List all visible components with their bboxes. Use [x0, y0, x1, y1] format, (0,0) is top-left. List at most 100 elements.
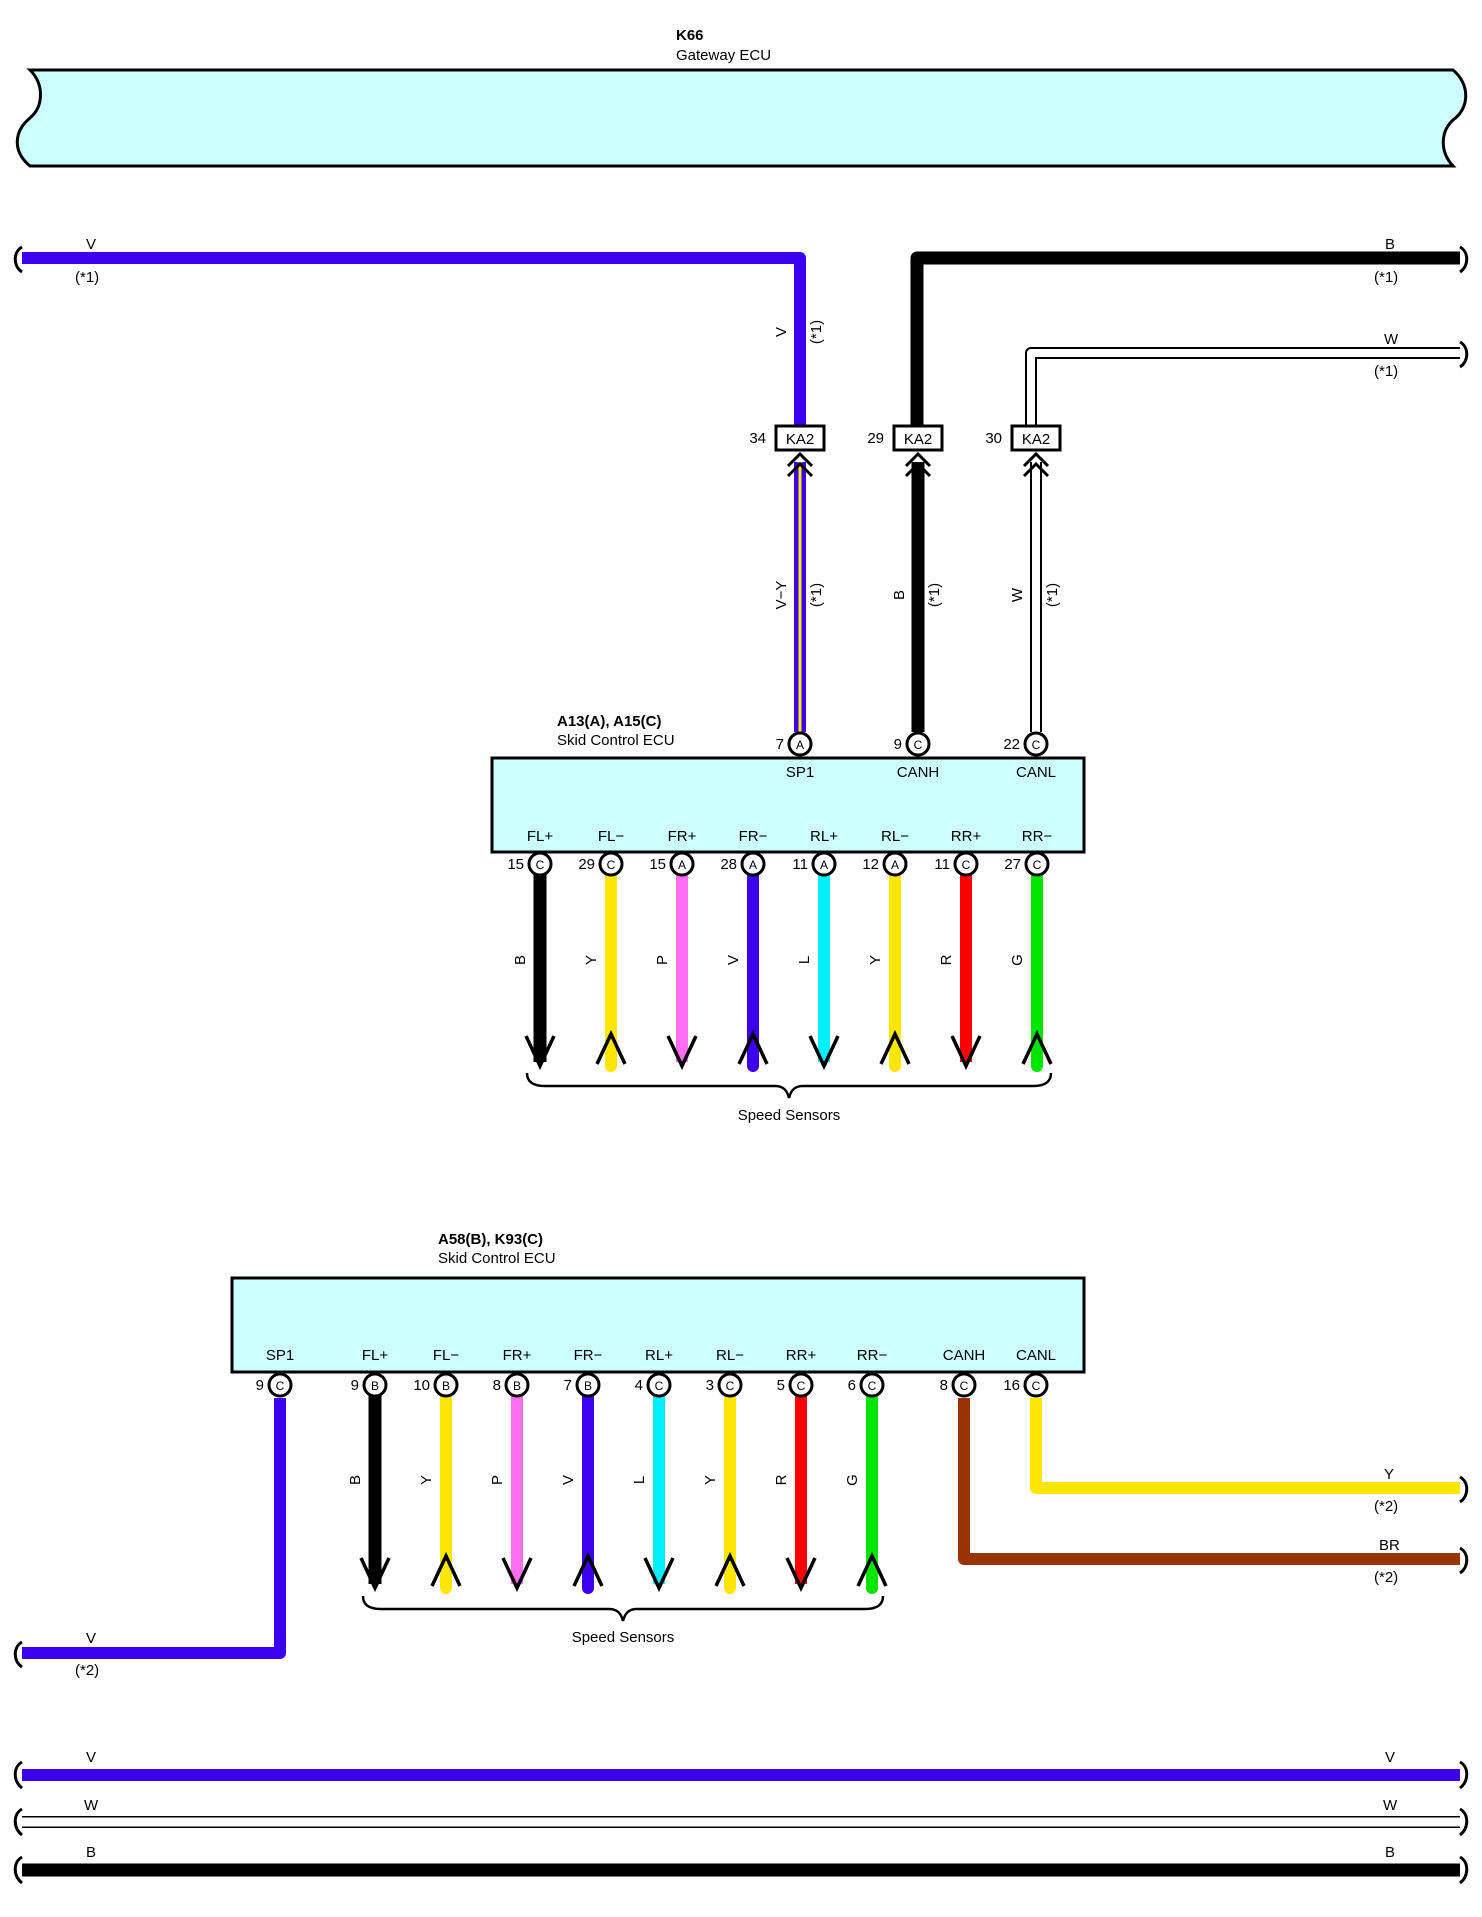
wire-color-code: L [631, 1476, 648, 1484]
pin-circle [527, 851, 553, 877]
wire-color-code: R [938, 954, 955, 965]
wire-v-left-code: V [86, 236, 96, 253]
pin-circle [717, 1372, 743, 1398]
pin-circle [433, 1372, 459, 1398]
ecu2-body [230, 1276, 1086, 1374]
wire-v-vert-code: V [773, 327, 790, 337]
pin-label: FL− [433, 1347, 460, 1364]
arrow-up-icon [714, 1551, 746, 1587]
wire-br-right-code: BR [1379, 1537, 1400, 1554]
wire-v-left-upper: V (*1) V (*1) [13, 236, 825, 427]
ecu1-pin-canh: C 9 CANH [894, 731, 940, 781]
pin-label: FR− [739, 828, 768, 845]
bus-v-code-left: V [86, 1749, 96, 1766]
pin-number: 11 [934, 856, 950, 873]
pin-number: 8 [940, 1377, 948, 1394]
pin-label: RR− [1022, 828, 1053, 845]
bus-v-code-right: V [1385, 1749, 1395, 1766]
pin-circle [788, 1372, 814, 1398]
arrow-down-icon [950, 1035, 982, 1071]
ecu2-speed-sensor-wires: FL+B9BFL−B10YFR+B8PFR−B7VRL+C4LRL−C3YRR+… [347, 1347, 888, 1594]
pin-label: SP1 [266, 1347, 294, 1364]
pin-label: RR− [857, 1347, 888, 1364]
pin-number: 16 [1003, 1377, 1020, 1394]
wire-w-right-note: (*1) [1374, 363, 1398, 380]
wire-y-right-lower: Y (*2) [1030, 1398, 1469, 1515]
wire-br-right-note: (*2) [1374, 1569, 1398, 1586]
wire-b-right-upper: B (*1) [910, 236, 1469, 427]
ecu2-sensor-6: RR+C5R [773, 1347, 817, 1593]
arrow-down-icon [785, 1557, 817, 1593]
junction-pin: 34 [749, 430, 766, 447]
arrow-up-icon [856, 1551, 888, 1587]
ecu1-sensors-brace [525, 1072, 1053, 1099]
pin-label: FR− [574, 1347, 603, 1364]
wire-color-code: V [725, 955, 742, 965]
junction-ka2-29: 29 KA2 [867, 424, 944, 452]
pin-connector: C [1032, 738, 1041, 752]
pin-label: CANL [1016, 1347, 1056, 1364]
pin-label: FR+ [503, 1347, 532, 1364]
pin-connector: B [442, 1379, 450, 1393]
arrow-up-icon [737, 1029, 769, 1065]
pin-connector: C [655, 1379, 664, 1393]
junction-pin: 30 [985, 430, 1002, 447]
pin-label: CANL [1016, 764, 1056, 781]
bus-b-code-right: B [1385, 1844, 1395, 1861]
pin-circle [740, 851, 766, 877]
junction-pin: 29 [867, 430, 884, 447]
pin-connector: C [868, 1379, 877, 1393]
bus-b-code-left: B [86, 1844, 96, 1861]
pin-label: CANH [943, 1347, 986, 1364]
gateway-ecu-name: Gateway ECU [676, 47, 771, 64]
ecu2-pin-canh: CANH C 8 [940, 1347, 986, 1398]
wire-v-left-lower-code: V [86, 1630, 96, 1647]
ecu2-sensor-7: RR−C6G [844, 1347, 888, 1594]
wire-v-vert-note: (*1) [808, 320, 825, 344]
pin-number: 28 [720, 856, 737, 873]
wire-color-code: L [796, 956, 813, 964]
pin-label: SP1 [786, 764, 814, 781]
pin-number: 5 [777, 1377, 785, 1394]
ecu2-pin-sp1: SP1 C 9 [256, 1347, 294, 1398]
arrow-down-icon [808, 1035, 840, 1071]
pin-number: 15 [649, 856, 666, 873]
wire-b-right-code: B [1385, 236, 1395, 253]
arrow-down-icon [359, 1557, 391, 1593]
skid-control-ecu-1: A13(A), A15(C) Skid Control ECU A 7 SP1 … [490, 713, 1086, 1124]
pin-label: RL− [716, 1347, 744, 1364]
pin-number: 27 [1004, 856, 1021, 873]
pin-connector: B [371, 1379, 379, 1393]
ecu1-pin-canl: C 22 CANL [1003, 731, 1056, 781]
ecu1-id: A13(A), A15(C) [557, 713, 661, 730]
wire-w-right-upper: W (*1) [1025, 331, 1469, 427]
wire-color-code: R [773, 1474, 790, 1485]
ecu2-id: A58(B), K93(C) [438, 1231, 543, 1248]
ecu2-pin-canl: CANL C 16 [1003, 1347, 1056, 1398]
pin-connector: A [820, 858, 828, 872]
pin-circle [669, 851, 695, 877]
wire-color-code: Y [418, 1475, 435, 1485]
gateway-ecu-id: K66 [676, 27, 704, 44]
pin-number: 7 [564, 1377, 572, 1394]
junction-name: KA2 [1022, 431, 1050, 448]
pin-connector: C [536, 858, 545, 872]
pin-connector: C [914, 738, 923, 752]
ecu2-sensors-brace [361, 1595, 885, 1622]
pin-connector: C [960, 1379, 969, 1393]
wire-color-code: B [512, 955, 529, 965]
pin-circle [646, 1372, 672, 1398]
pin-label: RR+ [786, 1347, 817, 1364]
pin-number: 9 [894, 736, 902, 753]
pin-label: RL+ [810, 828, 838, 845]
ecu2-sensor-4: RL+C4L [631, 1347, 675, 1593]
pin-number: 9 [351, 1377, 359, 1394]
wire-y-right-code: Y [1384, 1466, 1394, 1483]
pin-label: CANH [897, 764, 940, 781]
arrow-down-icon [666, 1035, 698, 1071]
